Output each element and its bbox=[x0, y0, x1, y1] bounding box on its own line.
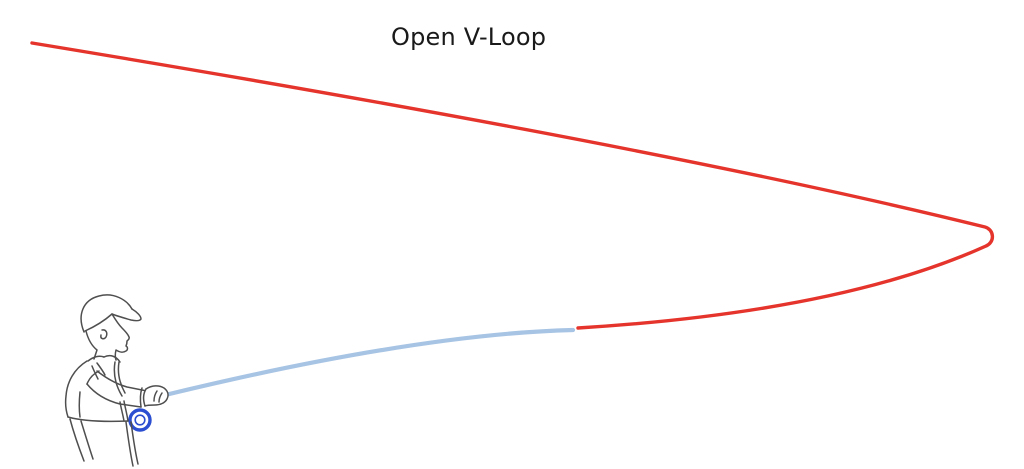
angler-figure-icon bbox=[64, 294, 169, 467]
fly-rod-path bbox=[158, 327, 576, 399]
cuff-line-1 bbox=[139, 387, 143, 408]
ear bbox=[100, 329, 108, 340]
arm-top-outline bbox=[96, 370, 148, 392]
jacket-front-edge-2 bbox=[123, 400, 129, 422]
collar-right bbox=[103, 354, 121, 363]
reel-outer-ring bbox=[128, 408, 152, 432]
right-leg-line-2 bbox=[130, 421, 139, 465]
diagram-title: Open V-Loop bbox=[391, 23, 547, 51]
jacket-hem bbox=[67, 416, 129, 423]
collar-left bbox=[87, 355, 105, 362]
left-leg-outer bbox=[69, 418, 85, 462]
finger-line-1 bbox=[153, 390, 158, 402]
hand bbox=[142, 385, 169, 407]
cap-band bbox=[84, 313, 113, 332]
jacket-front-edge-1 bbox=[119, 401, 125, 422]
shoulder-fold-1 bbox=[96, 362, 106, 376]
cap-brim bbox=[111, 308, 142, 322]
reel-inner-ring bbox=[134, 414, 146, 426]
finger-line-2 bbox=[158, 392, 163, 403]
face-profile bbox=[111, 313, 130, 361]
left-leg-inner bbox=[80, 420, 94, 460]
right-leg-line-1 bbox=[125, 421, 134, 467]
cap-dome bbox=[80, 294, 133, 333]
head-back-neck bbox=[85, 330, 98, 360]
fly-reel-icon bbox=[128, 408, 152, 432]
lanyard-loop bbox=[113, 361, 126, 397]
body-back-outline bbox=[64, 360, 88, 418]
back-fold bbox=[78, 391, 81, 418]
fly-line-path bbox=[30, 41, 995, 330]
